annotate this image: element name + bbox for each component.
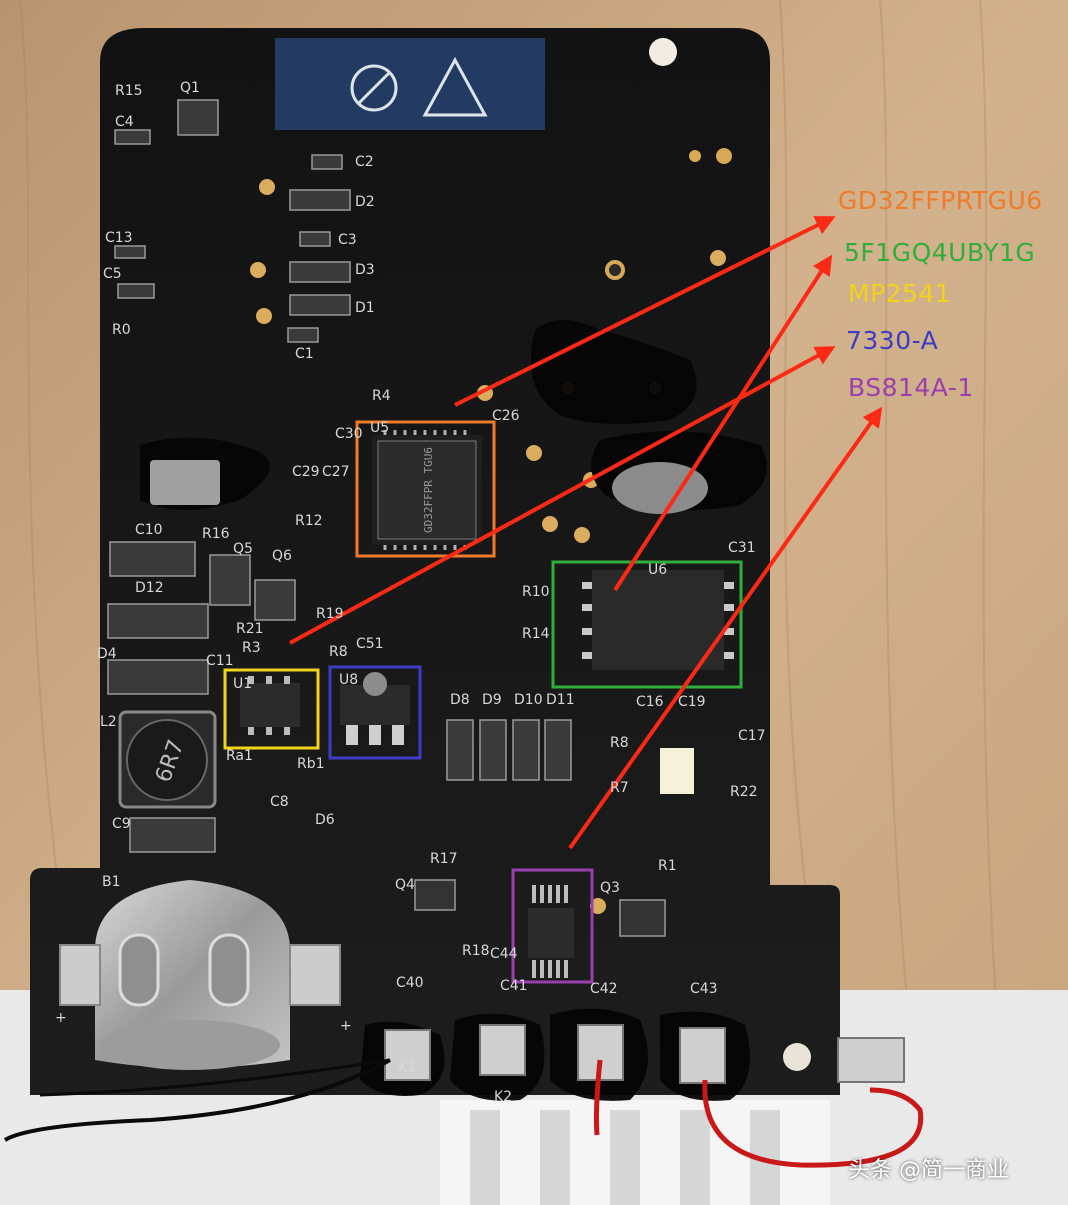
pcb-board <box>30 28 840 1095</box>
silkscreen-label: C8 <box>270 794 289 810</box>
silkscreen-label: D8 <box>450 692 470 708</box>
silkscreen-label: C11 <box>206 653 234 669</box>
label-gd32: GD32FFPRTGU6 <box>838 186 1043 215</box>
led <box>660 748 694 794</box>
silkscreen-label: + <box>55 1010 67 1026</box>
mcu-marking: GD32FFPR TGU6 <box>422 447 435 533</box>
silkscreen-label: Q5 <box>233 541 253 557</box>
silkscreen-label: Q1 <box>180 80 200 96</box>
arrow-mp2541 <box>289 346 836 645</box>
silkscreen-label: R7 <box>610 780 629 796</box>
silkscreen-label: D11 <box>546 692 575 708</box>
silkscreen-label: Q6 <box>272 548 292 564</box>
silkscreen-label: Ra1 <box>226 748 253 764</box>
arrow-bs814 <box>568 406 883 850</box>
silkscreen-label: U1 <box>233 676 252 692</box>
pcb-label <box>275 38 545 130</box>
silkscreen-label: D10 <box>514 692 543 708</box>
arrow-mcu <box>454 216 836 407</box>
label-bs814: BS814A-1 <box>848 373 974 402</box>
coin-cell-holder <box>95 880 290 1068</box>
highlight-mp2541 <box>223 668 320 750</box>
touch-chip <box>528 908 574 958</box>
label-5f1gq4: 5F1GQ4UBY1G <box>844 238 1036 267</box>
silkscreen-label: Rb1 <box>297 756 325 772</box>
silkscreen-label: Q3 <box>600 880 620 896</box>
silkscreen-label: R10 <box>522 584 550 600</box>
silkscreen-label: D2 <box>355 194 375 210</box>
silkscreen-label: R22 <box>730 784 758 800</box>
highlight-7330a <box>328 665 422 760</box>
silkscreen-label: R12 <box>295 513 323 529</box>
silkscreen-label: D6 <box>315 812 335 828</box>
silkscreen-label: K2 <box>494 1089 512 1105</box>
silkscreen-label: C17 <box>738 728 766 744</box>
terminal-k1 <box>384 1029 431 1081</box>
arrow-flash <box>613 254 833 592</box>
silkscreen-label: K1 <box>398 1060 416 1076</box>
silkscreen-label: R0 <box>112 322 131 338</box>
silkscreen-label: R18 <box>462 943 490 959</box>
silkscreen-label: R4 <box>372 388 391 404</box>
silkscreen-label: D9 <box>482 692 502 708</box>
silkscreen-label: U8 <box>339 672 358 688</box>
mp2541-chip <box>240 683 300 727</box>
silkscreen-label: D4 <box>97 646 117 662</box>
silkscreen-label: C29 <box>292 464 320 480</box>
silkscreen-label: R3 <box>242 640 261 656</box>
silkscreen-label: C9 <box>112 816 131 832</box>
silkscreen-label: R14 <box>522 626 550 642</box>
silkscreen-label: C13 <box>105 230 133 246</box>
silkscreen-label: C19 <box>678 694 706 710</box>
silkscreen-label: C26 <box>492 408 520 424</box>
silkscreen-label: C51 <box>356 636 384 652</box>
label-mp2541: MP2541 <box>848 279 952 308</box>
silkscreen-label: Q4 <box>395 877 415 893</box>
silkscreen-label: R1 <box>658 858 677 874</box>
silkscreen-label: U5 <box>370 420 389 436</box>
silkscreen-label: R8 <box>329 644 348 660</box>
silkscreen-label: R21 <box>236 621 264 637</box>
highlight-flash <box>551 560 743 689</box>
silkscreen-label: C3 <box>338 232 357 248</box>
silkscreen-label: C1 <box>295 346 314 362</box>
watermark: 头条 @简一商业 <box>848 1158 1009 1183</box>
silkscreen-label: D1 <box>355 300 375 316</box>
silkscreen-label: C5 <box>103 266 122 282</box>
silkscreen-label: C43 <box>690 981 718 997</box>
silkscreen-label: R8 <box>610 735 629 751</box>
silkscreen-label: C31 <box>728 540 756 556</box>
flash-chip <box>592 570 724 670</box>
silkscreen-label: + <box>340 1018 352 1034</box>
silkscreen-label: C30 <box>335 426 363 442</box>
silkscreen-label: L2 <box>100 714 117 730</box>
silkscreen-label: D3 <box>355 262 375 278</box>
silkscreen-label: R19 <box>316 606 344 622</box>
silkscreen-label: B1 <box>102 874 121 890</box>
silkscreen-label: C41 <box>500 978 528 994</box>
highlight-bs814 <box>511 868 594 984</box>
highlight-mcu <box>355 420 496 558</box>
silkscreen-label: D12 <box>135 580 164 596</box>
silkscreen-label: C16 <box>636 694 664 710</box>
silkscreen-label: R16 <box>202 526 230 542</box>
silkscreen-label: U6 <box>648 562 667 578</box>
silkscreen-label: C40 <box>396 975 424 991</box>
silkscreen-label: C44 <box>490 946 518 962</box>
silkscreen-label: C2 <box>355 154 374 170</box>
silkscreen-label: C10 <box>135 522 163 538</box>
silkscreen-label: C27 <box>322 464 350 480</box>
silkscreen-label: R15 <box>115 83 143 99</box>
silkscreen-label: C4 <box>115 114 134 130</box>
silkscreen-label: R17 <box>430 851 458 867</box>
mount-hole <box>649 38 677 66</box>
label-7330a: 7330-A <box>846 326 939 355</box>
silkscreen-label: C42 <box>590 981 618 997</box>
